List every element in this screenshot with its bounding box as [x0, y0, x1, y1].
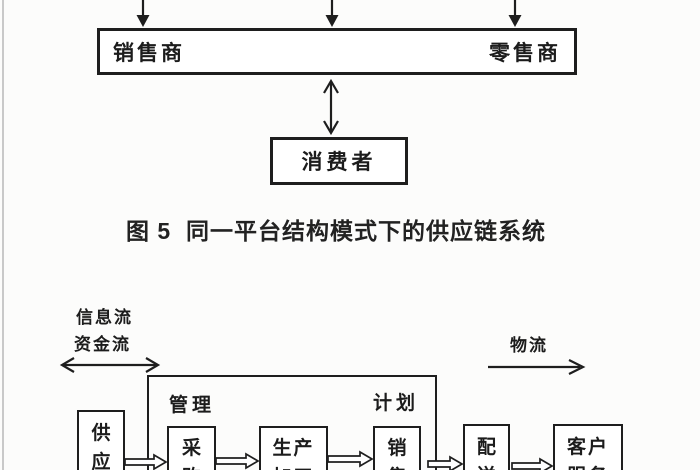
procurement-box: 采购: [167, 426, 216, 470]
double-arrow-vertical: [323, 78, 339, 136]
double-arrow-info-funds: [59, 357, 161, 373]
procurement-label: 采购: [181, 438, 201, 470]
block-arrow-supplier-procurement: [124, 453, 168, 470]
logistics-flow-label: 物流: [510, 336, 548, 355]
consumer-label: 消费者: [301, 151, 377, 174]
block-arrow-production-sales: [327, 450, 374, 468]
supplier-label: 供应: [91, 423, 111, 470]
funds-flow-label: 资金流: [74, 335, 131, 354]
customer-box: 客户服务: [553, 424, 623, 470]
block-arrow-sales-distribution: [427, 455, 464, 470]
consumer-box: 消费者: [270, 137, 408, 185]
block-arrow-distribution-customer: [511, 457, 554, 470]
production-label: 生产加工: [272, 438, 315, 470]
seller-label: 销售商: [113, 41, 185, 65]
management-label: 管理: [169, 395, 216, 416]
supplier-box: 供应: [77, 410, 125, 470]
production-box: 生产加工: [259, 426, 328, 470]
customer-label: 客户服务: [566, 437, 609, 470]
information-flow-label: 信息流: [76, 308, 133, 327]
block-arrow-procurement-production: [215, 452, 260, 470]
sales-box: 销售: [373, 426, 421, 470]
down-arrow-left: [136, 0, 150, 27]
logistics-arrow: [488, 359, 586, 375]
retailer-label: 零售商: [489, 41, 561, 65]
distribution-label: 配送: [476, 437, 496, 470]
down-arrow-right: [508, 0, 522, 27]
planning-label: 计划: [373, 393, 420, 414]
distribution-box: 配送: [463, 424, 510, 470]
sellers-retailers-box: 销售商 零售商: [97, 28, 577, 75]
page-edge-scan-line: [2, 0, 4, 470]
down-arrow-middle: [325, 0, 339, 27]
sales-label: 销售: [387, 438, 407, 470]
figure-caption: 图 5 同一平台结构模式下的供应链系统: [126, 218, 546, 244]
